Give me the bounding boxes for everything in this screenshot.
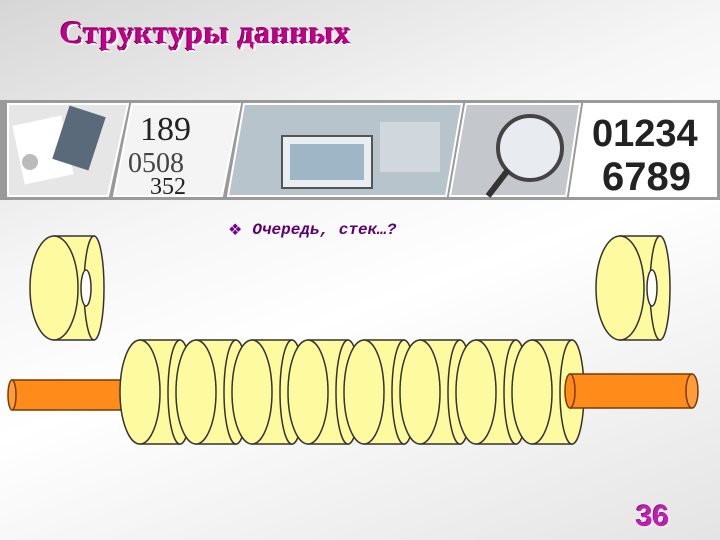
photo-banner: 189 0508 352 01234 6789 <box>0 100 720 200</box>
free-ring-left <box>29 235 105 341</box>
svg-text:352: 352 <box>150 174 186 200</box>
bullet-item: ❖ Очередь, стек…? <box>228 220 396 240</box>
rod-left <box>7 379 133 411</box>
ring-on-rod-2 <box>175 339 249 445</box>
slide-title: Структуры данных <box>60 14 351 50</box>
magnifying-glass-photo <box>448 103 582 198</box>
svg-text:01234: 01234 <box>592 113 698 155</box>
svg-text:6789: 6789 <box>602 155 691 199</box>
svg-text:0508: 0508 <box>128 148 184 179</box>
digits-photo: 01234 6789 <box>568 103 717 199</box>
svg-text:189: 189 <box>140 111 191 148</box>
page-number: 36 <box>636 500 670 533</box>
office-documents-photo <box>7 103 130 197</box>
computer-monitor-photo <box>226 103 464 197</box>
rod-right <box>564 373 699 409</box>
bullet-text: Очередь, стек…? <box>252 221 397 239</box>
free-ring-right <box>595 235 671 341</box>
diamond-bullet-icon: ❖ <box>228 222 243 239</box>
handwritten-digits-photo: 189 0508 352 <box>112 103 242 200</box>
